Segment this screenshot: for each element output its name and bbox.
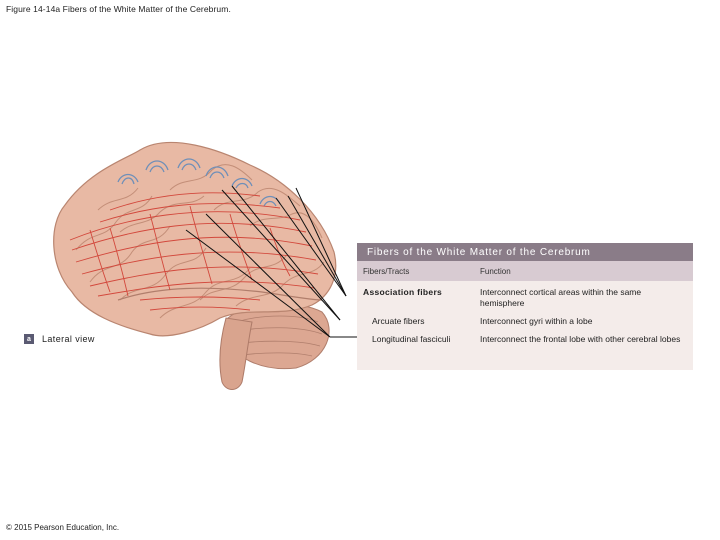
table-row: Arcuate fibers Interconnect gyri within … xyxy=(357,316,693,327)
tract-name: Arcuate fibers xyxy=(372,316,425,326)
table-row: Association fibers Interconnect cortical… xyxy=(357,287,693,308)
panel-label: a Lateral view xyxy=(24,334,95,344)
copyright-notice: © 2015 Pearson Education, Inc. xyxy=(6,523,120,532)
tract-function: Interconnect the frontal lobe with other… xyxy=(480,334,681,344)
tract-function: Interconnect gyri within a lobe xyxy=(480,316,593,326)
arcuate-fibers xyxy=(117,158,281,207)
brainstem xyxy=(219,317,253,390)
tract-name: Longitudinal fasciculi xyxy=(372,334,451,344)
tract-name: Association fibers xyxy=(363,287,443,297)
table-title: Fibers of the White Matter of the Cerebr… xyxy=(357,243,693,261)
header-fibers-tracts: Fibers/Tracts xyxy=(363,266,410,276)
panel-letter-badge: a xyxy=(24,334,34,344)
table-row: Longitudinal fasciculi Interconnect the … xyxy=(357,334,693,345)
table-header-row: Fibers/Tracts Function xyxy=(357,261,693,281)
leader-lines xyxy=(185,185,360,338)
figure-caption: Figure 14-14a Fibers of the White Matter… xyxy=(6,4,231,14)
fibers-table: Fibers of the White Matter of the Cerebr… xyxy=(357,243,693,370)
tract-function: Interconnect cortical areas within the s… xyxy=(480,287,642,308)
panel-view-label: Lateral view xyxy=(42,334,95,344)
header-function: Function xyxy=(480,266,511,276)
